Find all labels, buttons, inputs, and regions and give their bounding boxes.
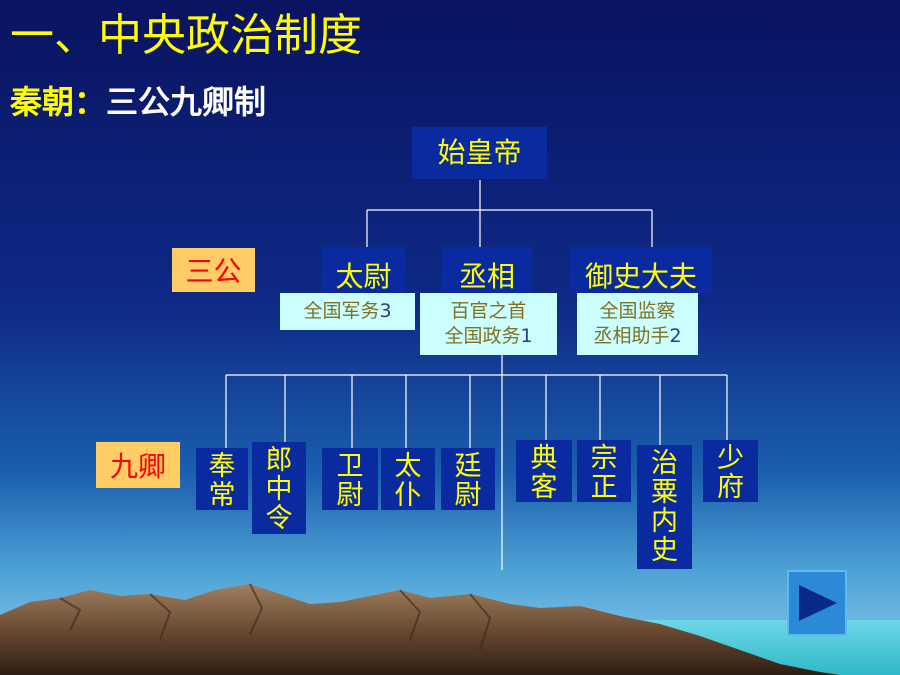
desc-taiwei-line: 全国军务3 [303, 300, 392, 322]
subtitle: 秦朝：三公九卿制 [10, 86, 266, 118]
jiuqing-zongzheng: 宗正 [577, 440, 631, 502]
sangong-chancellor: 丞相 [442, 247, 532, 293]
emperor-node: 始皇帝 [412, 127, 547, 179]
desc-yushi: 全国监察 丞相助手2 [577, 293, 698, 355]
subtitle-prefix: 秦朝： [10, 83, 107, 121]
play-icon [799, 585, 837, 621]
jiuqing-tingwei: 廷尉 [441, 448, 495, 510]
desc-yushi-line-2: 丞相助手2 [593, 325, 682, 347]
jiuqing-zhisuneishi: 治粟内史 [637, 445, 692, 569]
jiuqing-weiwei: 卫尉 [322, 448, 378, 510]
desc-chancellor-line-2: 全国政务1 [444, 325, 533, 347]
jiuqing-fengchang: 奉常 [196, 448, 248, 510]
desc-taiwei: 全国军务3 [280, 293, 415, 330]
subtitle-main: 三公九卿制 [106, 83, 267, 121]
mountain-scenery [0, 583, 900, 675]
jiuqing-dianke: 典客 [516, 440, 572, 502]
jiuqing-shaofu: 少府 [703, 440, 758, 502]
page-title: 一、中央政治制度 [10, 10, 362, 61]
jiuqing-langzhongling: 郎中令 [252, 442, 306, 534]
jiuqing-taipu: 太仆 [381, 448, 435, 510]
sangong-taiwei: 太尉 [322, 247, 405, 293]
desc-chancellor: 百官之首 全国政务1 [420, 293, 557, 355]
desc-yushi-line-1: 全国监察 [599, 300, 676, 322]
desc-chancellor-line-1: 百官之首 [450, 300, 527, 322]
sangong-label: 三公 [172, 248, 255, 292]
next-slide-button[interactable] [787, 570, 847, 636]
jiuqing-label: 九卿 [96, 442, 180, 488]
sangong-yushi: 御史大夫 [570, 247, 712, 293]
